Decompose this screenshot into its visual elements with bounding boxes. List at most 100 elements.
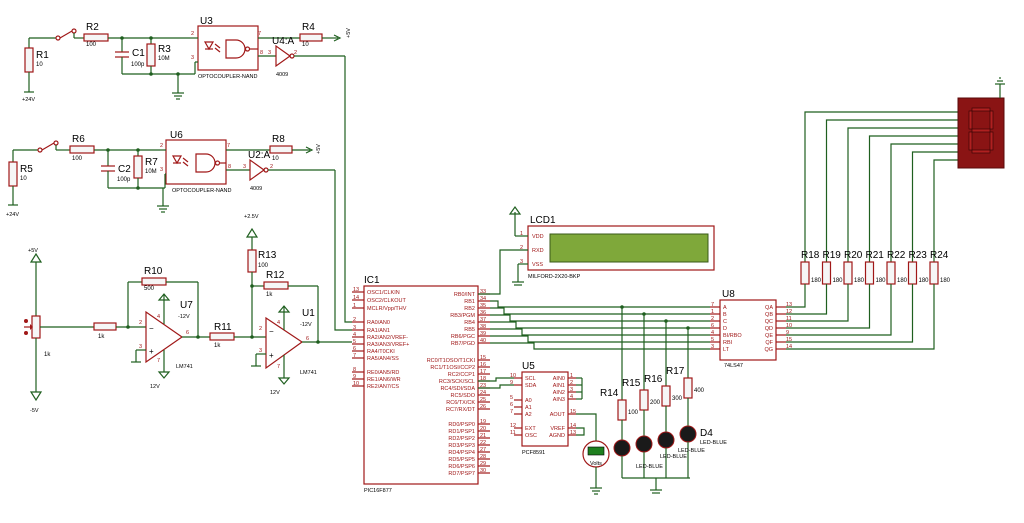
r22-label: R22: [887, 250, 906, 261]
ic1-pin-num: 8: [353, 367, 356, 373]
u5-pin-name: AIN3: [553, 397, 565, 403]
u5-pin-num: 9: [510, 380, 513, 386]
resistor-rin: [93, 322, 117, 331]
d4-type: LED-BLUE: [700, 440, 727, 446]
ic1-pin-num: 1: [353, 303, 356, 309]
lcd1-type: MILFORD-2X20-BKP: [528, 274, 581, 280]
u8-pin-name: B: [723, 312, 727, 318]
ic1-pin-name: RE2/AN7/CS: [367, 384, 399, 390]
u5-label: U5: [522, 361, 535, 372]
r21-label: R21: [866, 250, 885, 261]
switch-1[interactable]: [59, 30, 73, 39]
u5-pin-num: 11: [510, 430, 516, 436]
u8-pin-num: 7: [711, 302, 714, 308]
r10-value: 500: [144, 286, 155, 292]
ic1-pin-name: RB4: [464, 320, 475, 326]
led-icon: [613, 439, 631, 457]
r16-label: R16: [644, 374, 663, 385]
resistor-r17: [683, 377, 693, 399]
ic1-pin-name: RD3/PSP3: [448, 443, 475, 449]
ic1-pin-num: 21: [480, 433, 486, 439]
u8-pin-num: 3: [711, 344, 714, 350]
r15-value: 200: [650, 400, 661, 406]
r20-label: R20: [844, 250, 863, 261]
ic1-pin-name: RD7/PSP7: [448, 471, 475, 477]
r10-label: R10: [144, 266, 163, 277]
ic1-pin-name: RC4/SDI/SDA: [440, 386, 475, 392]
lcd1-label: LCD1: [530, 215, 556, 226]
resistor-r2: [83, 33, 109, 42]
r6-value: 100: [72, 156, 83, 162]
ic1-pin-num: 16: [480, 362, 486, 368]
ic1-pin-num: 14: [353, 295, 359, 301]
u8-pin-num: 12: [786, 309, 792, 315]
u5-pin-name: A2: [525, 412, 532, 418]
svg-text:7: 7: [277, 364, 280, 370]
r23-value: 180: [919, 278, 930, 284]
svg-text:8: 8: [228, 164, 231, 170]
svg-text:6: 6: [186, 330, 189, 336]
r22-value: 180: [897, 278, 908, 284]
ic1-body: [363, 285, 479, 485]
u5-pin-num: 13: [570, 430, 576, 436]
ic1-pin-num: 34: [480, 296, 486, 302]
ic1-pin-name: RD2/PSP2: [448, 436, 475, 442]
r5-label: R5: [20, 164, 33, 175]
c1-value: 100p: [131, 62, 145, 68]
r19-label: R19: [823, 250, 842, 261]
u8-pin-num: 11: [786, 316, 792, 322]
u8-pin-name: RBI: [723, 340, 733, 346]
r2-label: R2: [86, 22, 99, 33]
svg-text:7: 7: [258, 31, 261, 37]
lcd-pin-name: VSS: [532, 262, 543, 268]
pot-value: 1k: [44, 352, 51, 358]
r7-label: R7: [145, 157, 158, 168]
optocoupler-u6: [165, 139, 227, 185]
ic1-pin-num: 20: [480, 426, 486, 432]
ic1-pin-num: 29: [480, 461, 486, 467]
u7-vpos: 12V: [150, 384, 160, 390]
u8-pin-num: 5: [711, 337, 714, 343]
ic1-pin-name: RC0/T1OSO/T1CKI: [427, 358, 476, 364]
u5-pin-name: SDA: [525, 383, 537, 389]
led-icon: [657, 431, 675, 449]
opamp-u7: [145, 310, 184, 364]
ic1-pin-num: 3: [353, 325, 356, 331]
r6-label: R6: [72, 134, 85, 145]
lcd-pin-name: RXD: [532, 248, 544, 254]
svg-text:3: 3: [139, 344, 142, 350]
svg-text:3: 3: [160, 167, 163, 173]
u5-pin-num: 3: [570, 387, 573, 393]
u5-pin-num: 6: [510, 402, 513, 408]
resistor-r21: [864, 261, 875, 285]
resistor-r5: [8, 161, 18, 187]
r12-label: R12: [266, 270, 285, 281]
switch-2[interactable]: [41, 142, 55, 151]
u5-type: PCF8591: [522, 450, 545, 456]
resistor-r15: [639, 389, 649, 411]
ic1-pin-name: RA5/AN4/SS: [367, 356, 399, 362]
ic1-pin-num: 33: [480, 289, 486, 295]
r24-label: R24: [930, 250, 949, 261]
r16-value: 300: [672, 396, 683, 402]
r18-value: 180: [811, 278, 822, 284]
potentiometer[interactable]: [31, 315, 41, 339]
ic1-pin-num: 17: [480, 369, 486, 375]
power-5v-2: +5V: [316, 144, 322, 154]
c2-label: C2: [118, 164, 131, 175]
ic1-pin-num: 28: [480, 454, 486, 460]
seven-seg-section: R18180R19180R20180R21180R22180R23180R241…: [786, 77, 1005, 350]
ic1-pin-num: 10: [353, 381, 359, 387]
r12-value: 1k: [266, 292, 273, 298]
r14-value: 100: [628, 410, 639, 416]
r17-label: R17: [666, 366, 685, 377]
switch-contact: [55, 35, 61, 41]
u8-pin-name: BI/RBO: [723, 333, 742, 339]
ic1-pin-name: RD0/PSP0: [448, 422, 475, 428]
u5-pin-num: 4: [570, 394, 573, 400]
u5-pin-num: 2: [570, 380, 573, 386]
u5-pin-name: AOUT: [550, 412, 566, 418]
power-2-5v: +2.5V: [244, 214, 259, 220]
u5-pin-num: 1: [570, 373, 573, 379]
